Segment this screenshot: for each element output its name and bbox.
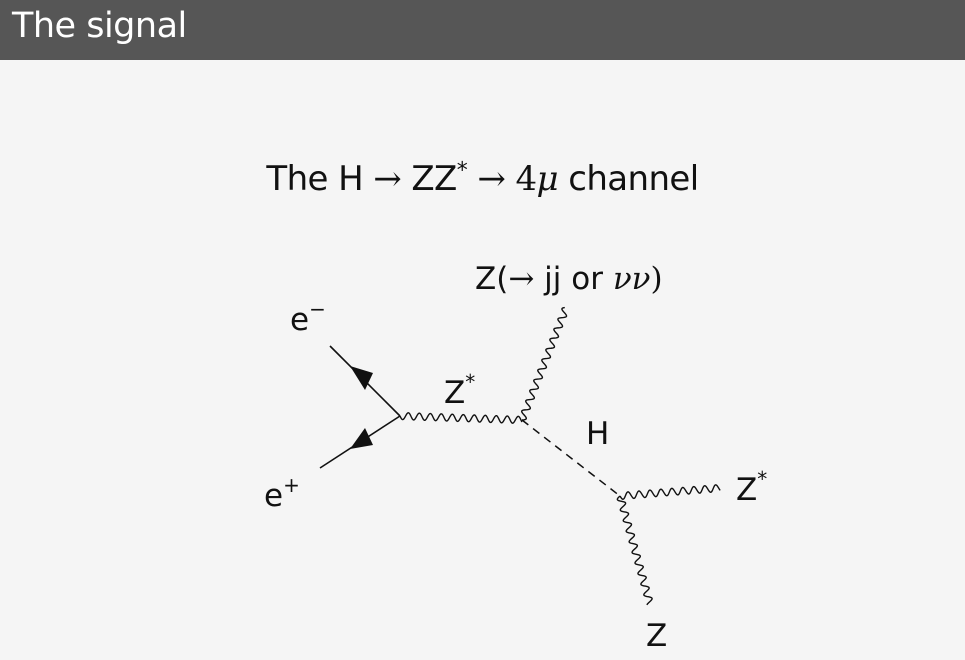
z-star-propagator-label: Z* xyxy=(444,370,475,411)
z-top-wave xyxy=(520,306,568,421)
heading-arrow-2: → xyxy=(477,159,506,199)
heading-zz: ZZ xyxy=(411,159,457,199)
heading-prefix: The xyxy=(266,159,339,199)
positron-label: e+ xyxy=(264,473,300,514)
z-bottom-wave xyxy=(616,495,653,606)
electron-label: e− xyxy=(290,297,326,338)
heading-arrow-1: → xyxy=(373,159,402,199)
channel-heading: The H → ZZ* → 4μ channel xyxy=(0,158,965,200)
z-star-out-label: Z* xyxy=(736,467,767,508)
electron-arrow xyxy=(350,366,373,390)
z-bottom-label: Z xyxy=(646,618,667,654)
positron-line xyxy=(319,415,401,469)
heading-four: 4 xyxy=(515,159,537,199)
higgs-label: H xyxy=(586,416,609,452)
positron-arrow xyxy=(350,428,373,449)
heading-higgs: H xyxy=(338,159,364,199)
electron-line xyxy=(329,345,401,417)
heading-star: * xyxy=(456,158,468,184)
slide-title: The signal xyxy=(12,6,187,46)
z-star-out-wave xyxy=(619,484,721,500)
z-star-propagator-wave xyxy=(399,412,523,424)
heading-mu: μ xyxy=(536,159,559,199)
higgs-line xyxy=(521,419,621,497)
title-bar: The signal xyxy=(0,0,965,60)
heading-suffix: channel xyxy=(558,159,699,199)
z-top-label: Z(→ jj or νν) xyxy=(475,261,663,297)
